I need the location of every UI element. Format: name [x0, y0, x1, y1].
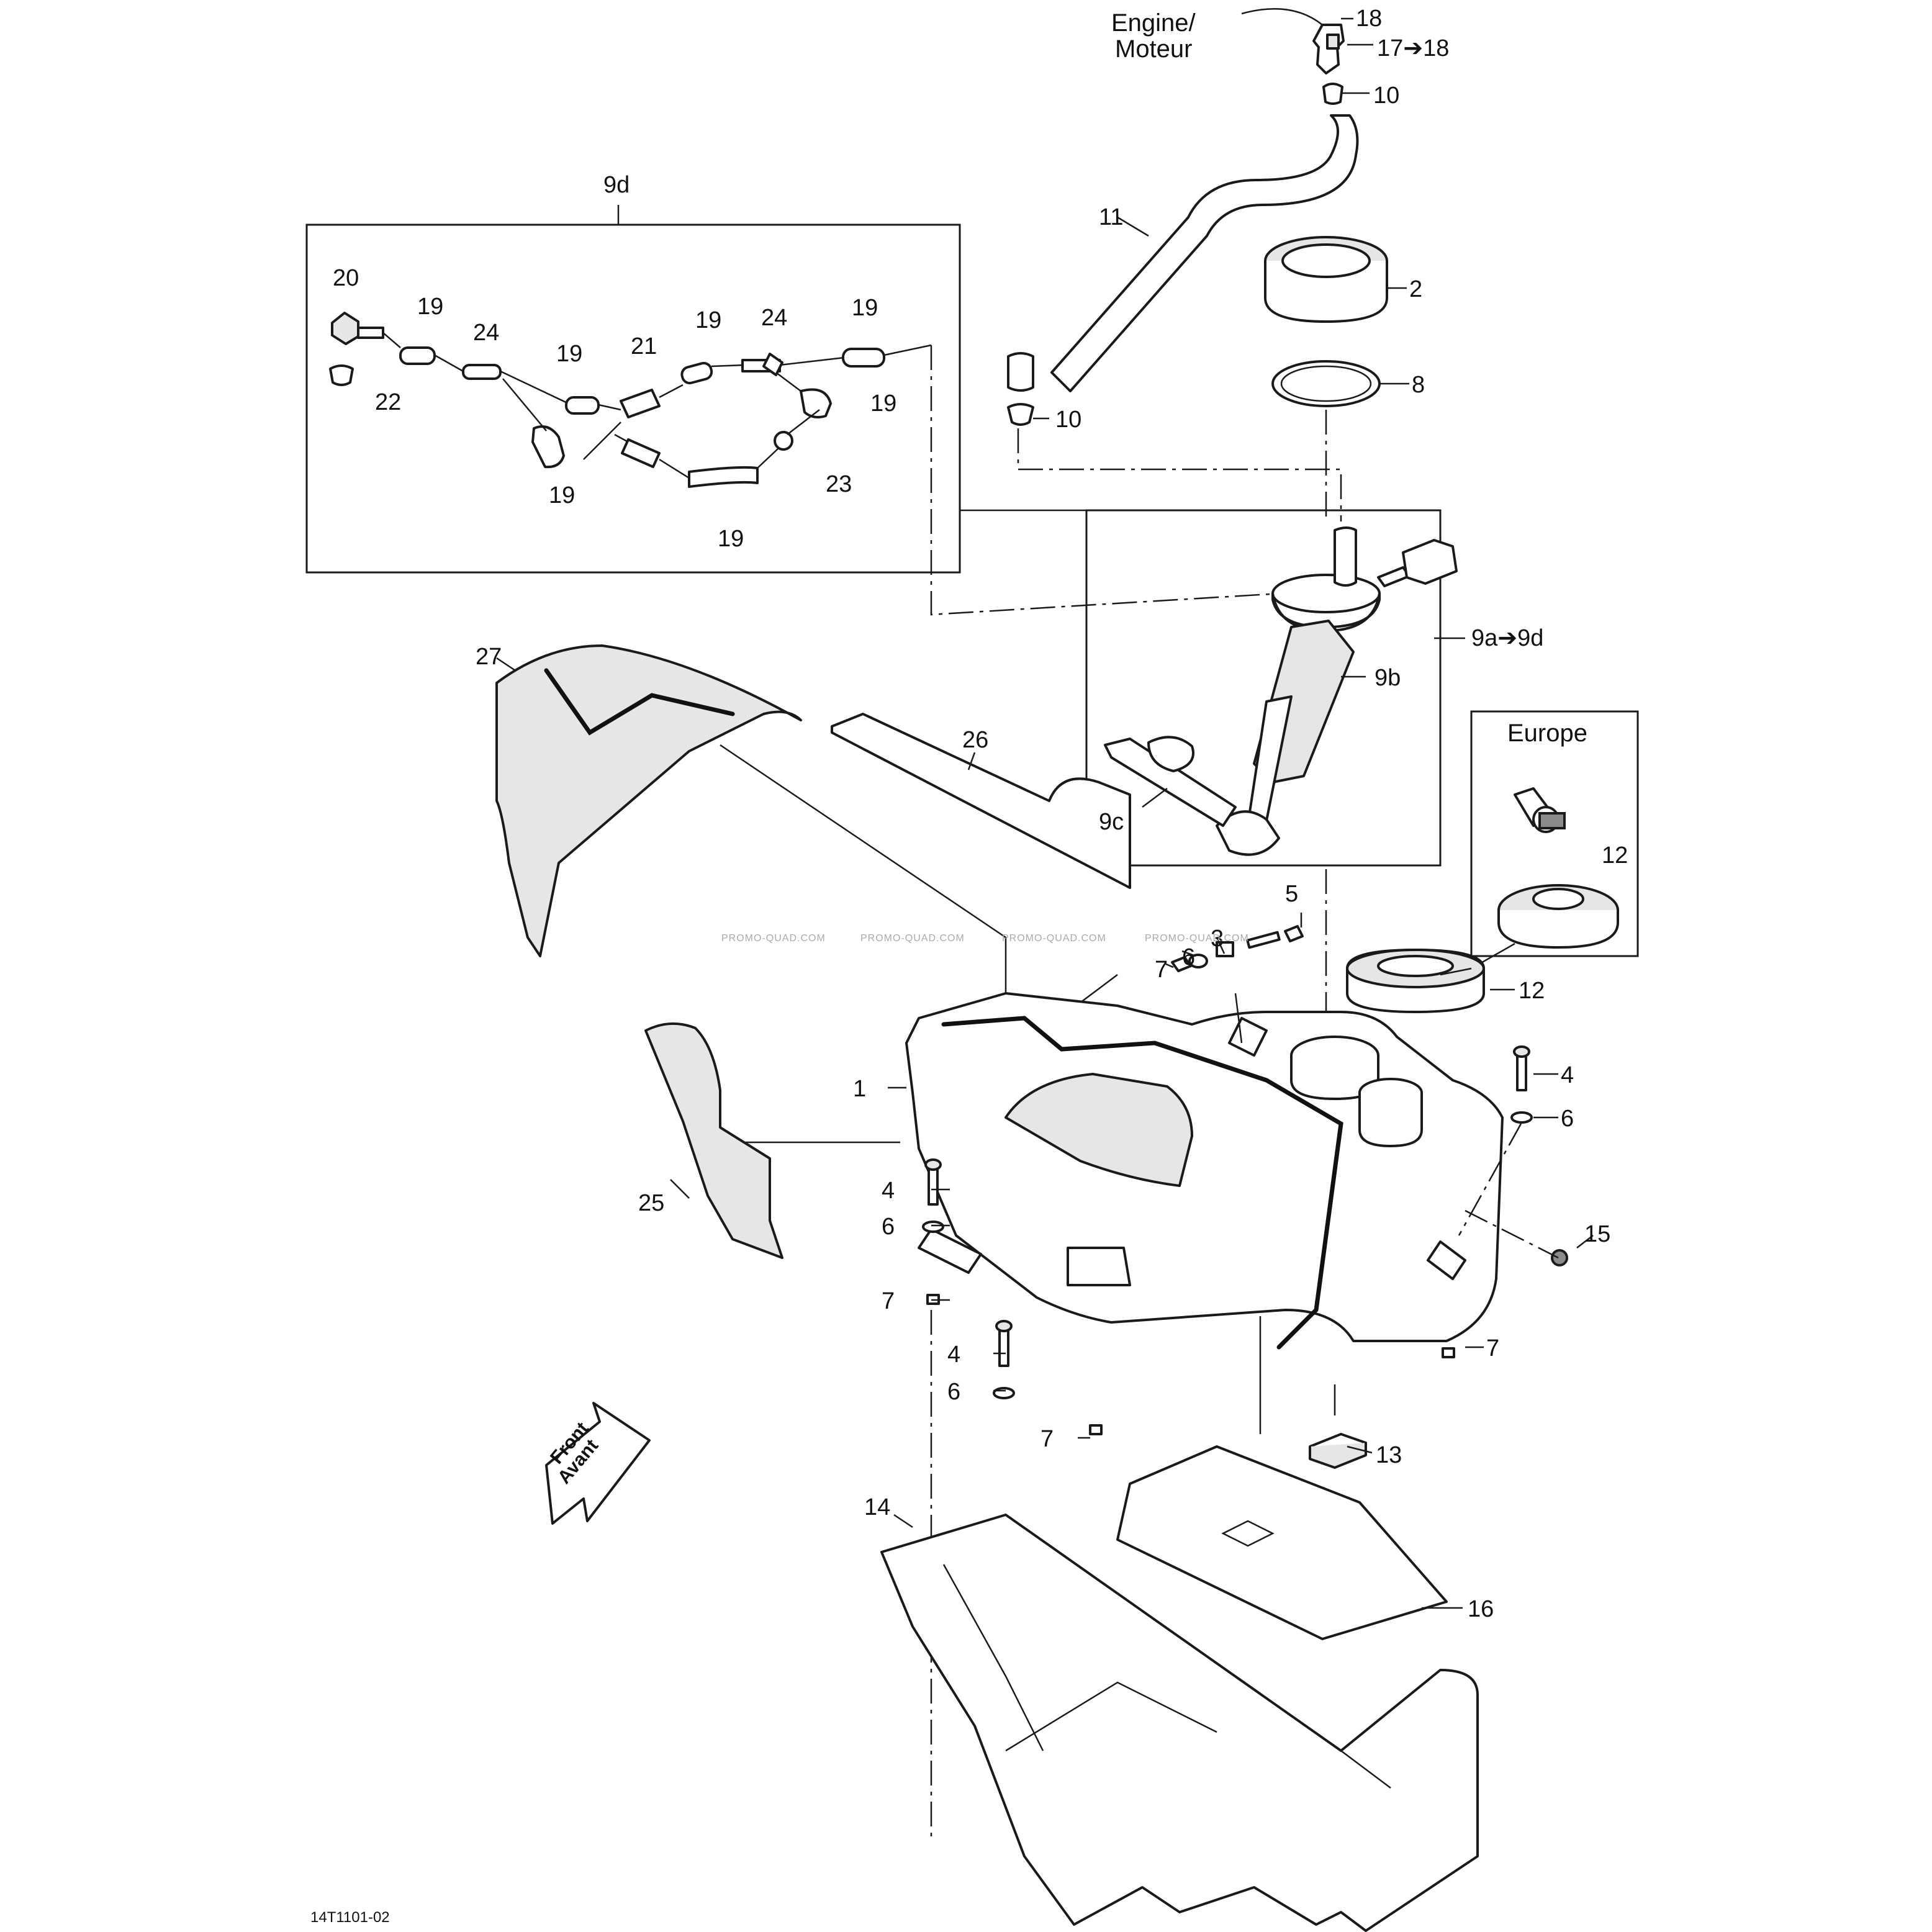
front-direction-arrow: Front Avant	[545, 1402, 651, 1525]
heat-shield-25	[644, 1022, 783, 1259]
engine-connection-group	[1007, 7, 1359, 426]
fasteners	[922, 925, 1568, 1469]
callout-12: 12	[1519, 978, 1545, 1004]
callout-9c: 9c	[1099, 809, 1124, 835]
heat-shields	[495, 644, 1131, 1259]
callout-6-left: 6	[882, 1214, 895, 1240]
callout-15: 15	[1584, 1221, 1610, 1247]
box-9d	[305, 223, 961, 574]
callout-13: 13	[1376, 1442, 1402, 1468]
callout-24-b: 24	[761, 305, 787, 331]
callout-24-a: 24	[473, 320, 499, 346]
pump-seal	[1271, 360, 1381, 407]
callout-4-right: 4	[1561, 1062, 1574, 1088]
callout-12-europe: 12	[1602, 842, 1628, 869]
callout-8: 8	[1412, 372, 1425, 398]
callout-19-f: 19	[549, 482, 575, 508]
callout-19-g: 19	[718, 526, 744, 552]
moteur-label: Moteur	[1115, 35, 1193, 63]
callout-4-left: 4	[882, 1178, 895, 1204]
callout-9a-9d: 9a➔9d	[1471, 625, 1543, 651]
callout-10-top: 10	[1373, 83, 1399, 109]
lock-ring-and-seal	[1264, 236, 1388, 407]
engine-label: Engine/	[1111, 9, 1196, 37]
watermarks: PROMO-QUAD.COM PROMO-QUAD.COM PROMO-QUAD…	[721, 933, 1249, 944]
fuel-cap	[1346, 949, 1485, 1013]
callout-21: 21	[631, 333, 657, 359]
skid-plate	[880, 1445, 1479, 1932]
callout-4-center: 4	[947, 1342, 960, 1368]
skid-plate-14	[880, 1514, 1479, 1932]
callout-6-right: 6	[1561, 1106, 1574, 1132]
callout-6-top: 6	[1182, 944, 1195, 970]
callout-19-c: 19	[695, 307, 721, 333]
callout-19-a: 19	[417, 294, 443, 320]
fuel-tank-body	[905, 992, 1504, 1342]
callout-22: 22	[375, 389, 401, 415]
callout-26: 26	[962, 727, 988, 753]
hose-kit-9d-box	[305, 205, 961, 574]
fuel-tank	[905, 992, 1504, 1350]
callout-7-left: 7	[882, 1288, 895, 1314]
callout-27: 27	[476, 644, 502, 670]
callout-5: 5	[1285, 881, 1298, 907]
callout-7-right: 7	[1486, 1335, 1499, 1361]
callout-20: 20	[333, 265, 359, 291]
callout-labels: Engine/ Moteur 18 17➔18 10 11 2 8 10 9d …	[333, 6, 1628, 1622]
watermark-2: PROMO-QUAD.COM	[860, 933, 965, 944]
callout-6-center: 6	[947, 1379, 960, 1405]
europe-label: Europe	[1507, 720, 1587, 747]
callout-23: 23	[826, 471, 852, 497]
heat-shield-27	[495, 644, 802, 957]
callout-11: 11	[1099, 204, 1123, 230]
fuel-pump-box	[1085, 509, 1458, 867]
callout-19-d: 19	[852, 295, 878, 321]
heat-shield-26	[831, 713, 1131, 889]
drawing-code: 14T1101-02	[310, 1909, 390, 1926]
box-9a-9d	[1085, 509, 1442, 867]
watermark-3: PROMO-QUAD.COM	[1002, 933, 1106, 944]
skid-plate-16	[1116, 1445, 1448, 1640]
watermark-1: PROMO-QUAD.COM	[721, 933, 826, 944]
callout-18: 18	[1356, 6, 1382, 32]
callout-19-e: 19	[870, 390, 896, 417]
box-europe	[1470, 710, 1639, 957]
callout-leaders	[496, 17, 1594, 1609]
callout-9b: 9b	[1375, 665, 1401, 691]
callout-7-top: 7	[1155, 957, 1168, 983]
callout-25: 25	[638, 1190, 664, 1216]
callout-9d: 9d	[603, 172, 630, 198]
callout-19-b: 19	[556, 341, 582, 367]
callout-7-center: 7	[1040, 1426, 1054, 1452]
callout-2: 2	[1409, 276, 1422, 302]
europe-cap-box	[1470, 710, 1639, 970]
callout-16: 16	[1468, 1596, 1494, 1622]
callout-17-18: 17➔18	[1377, 35, 1449, 61]
callout-1: 1	[853, 1076, 866, 1102]
callout-10-bottom: 10	[1055, 407, 1081, 433]
callout-14: 14	[864, 1494, 890, 1520]
watermark-4: PROMO-QUAD.COM	[1145, 933, 1249, 944]
callout-3: 3	[1211, 926, 1224, 952]
